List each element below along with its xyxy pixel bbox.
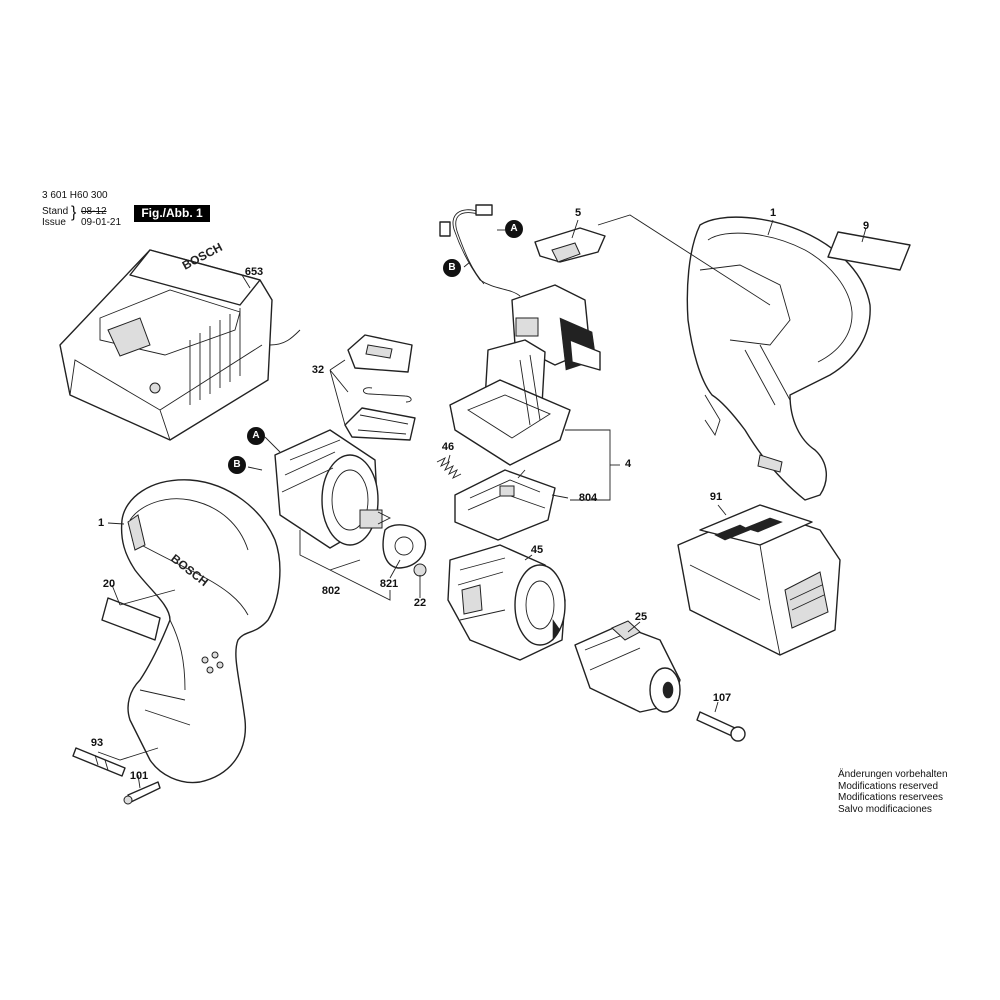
callout-46: 46	[441, 441, 455, 453]
motor-802	[274, 429, 392, 549]
marker-b-motor: B	[228, 456, 246, 474]
contact-plates-32	[344, 334, 416, 441]
note-german: Änderungen vorbehalten	[838, 769, 948, 780]
issue-label: Issue	[42, 217, 66, 228]
spring-46	[436, 456, 462, 480]
housing-left-1: BOSCH	[120, 479, 281, 784]
gearbox-45	[447, 544, 566, 661]
label-9	[827, 231, 911, 271]
issue-value: 09-01-21	[81, 217, 122, 228]
callout-91: 91	[709, 491, 723, 503]
callout-9: 9	[862, 220, 870, 232]
switch-cover-5	[534, 227, 606, 263]
callout-101: 101	[129, 770, 149, 782]
callout-32: 32	[311, 364, 325, 376]
chuck-25	[574, 620, 681, 713]
header-brace: }	[71, 204, 77, 221]
charger-653: BOSCH	[59, 240, 301, 441]
marker-a-motor: A	[247, 427, 265, 445]
stand-label: Stand	[42, 206, 69, 217]
figure-label: Fig./Abb. 1	[134, 205, 210, 222]
callout-653: 653	[244, 266, 264, 278]
battery-pack-91	[677, 504, 841, 656]
part-number: 3 601 H60 300	[42, 190, 108, 201]
callout-93: 93	[90, 737, 104, 749]
callout-25: 25	[634, 611, 648, 623]
callout-4: 4	[624, 458, 632, 470]
label-20	[101, 597, 161, 641]
note-spanish: Salvo modificaciones	[838, 803, 932, 815]
screw-101	[123, 781, 161, 805]
leader-lines	[97, 214, 867, 789]
callout-107: 107	[712, 692, 732, 704]
note-english: Modifications reserved	[838, 780, 939, 792]
callout-22: 22	[413, 597, 427, 609]
callout-804: 804	[578, 492, 598, 504]
screw-22	[413, 563, 427, 577]
note-french: Modifications reservees	[838, 792, 944, 803]
marker-b-harness: B	[443, 259, 461, 277]
callout-821: 821	[379, 578, 399, 590]
callout-1-left: 1	[97, 517, 105, 529]
stand-value: 08-12	[81, 206, 107, 217]
marker-a-harness: A	[505, 220, 523, 238]
bit-93	[72, 747, 126, 777]
screw-107	[696, 711, 746, 742]
retaining-plate-821	[382, 524, 427, 569]
callout-802: 802	[321, 585, 341, 597]
modification-notes: Änderungen vorbehalten Modifications res…	[838, 769, 948, 815]
callout-5: 5	[574, 207, 582, 219]
direction-plate-804	[454, 469, 556, 541]
callout-20: 20	[102, 578, 116, 590]
callout-45: 45	[530, 544, 544, 556]
switch-module	[449, 284, 601, 466]
wiring-harness	[439, 204, 521, 297]
callout-1-top: 1	[769, 207, 777, 219]
